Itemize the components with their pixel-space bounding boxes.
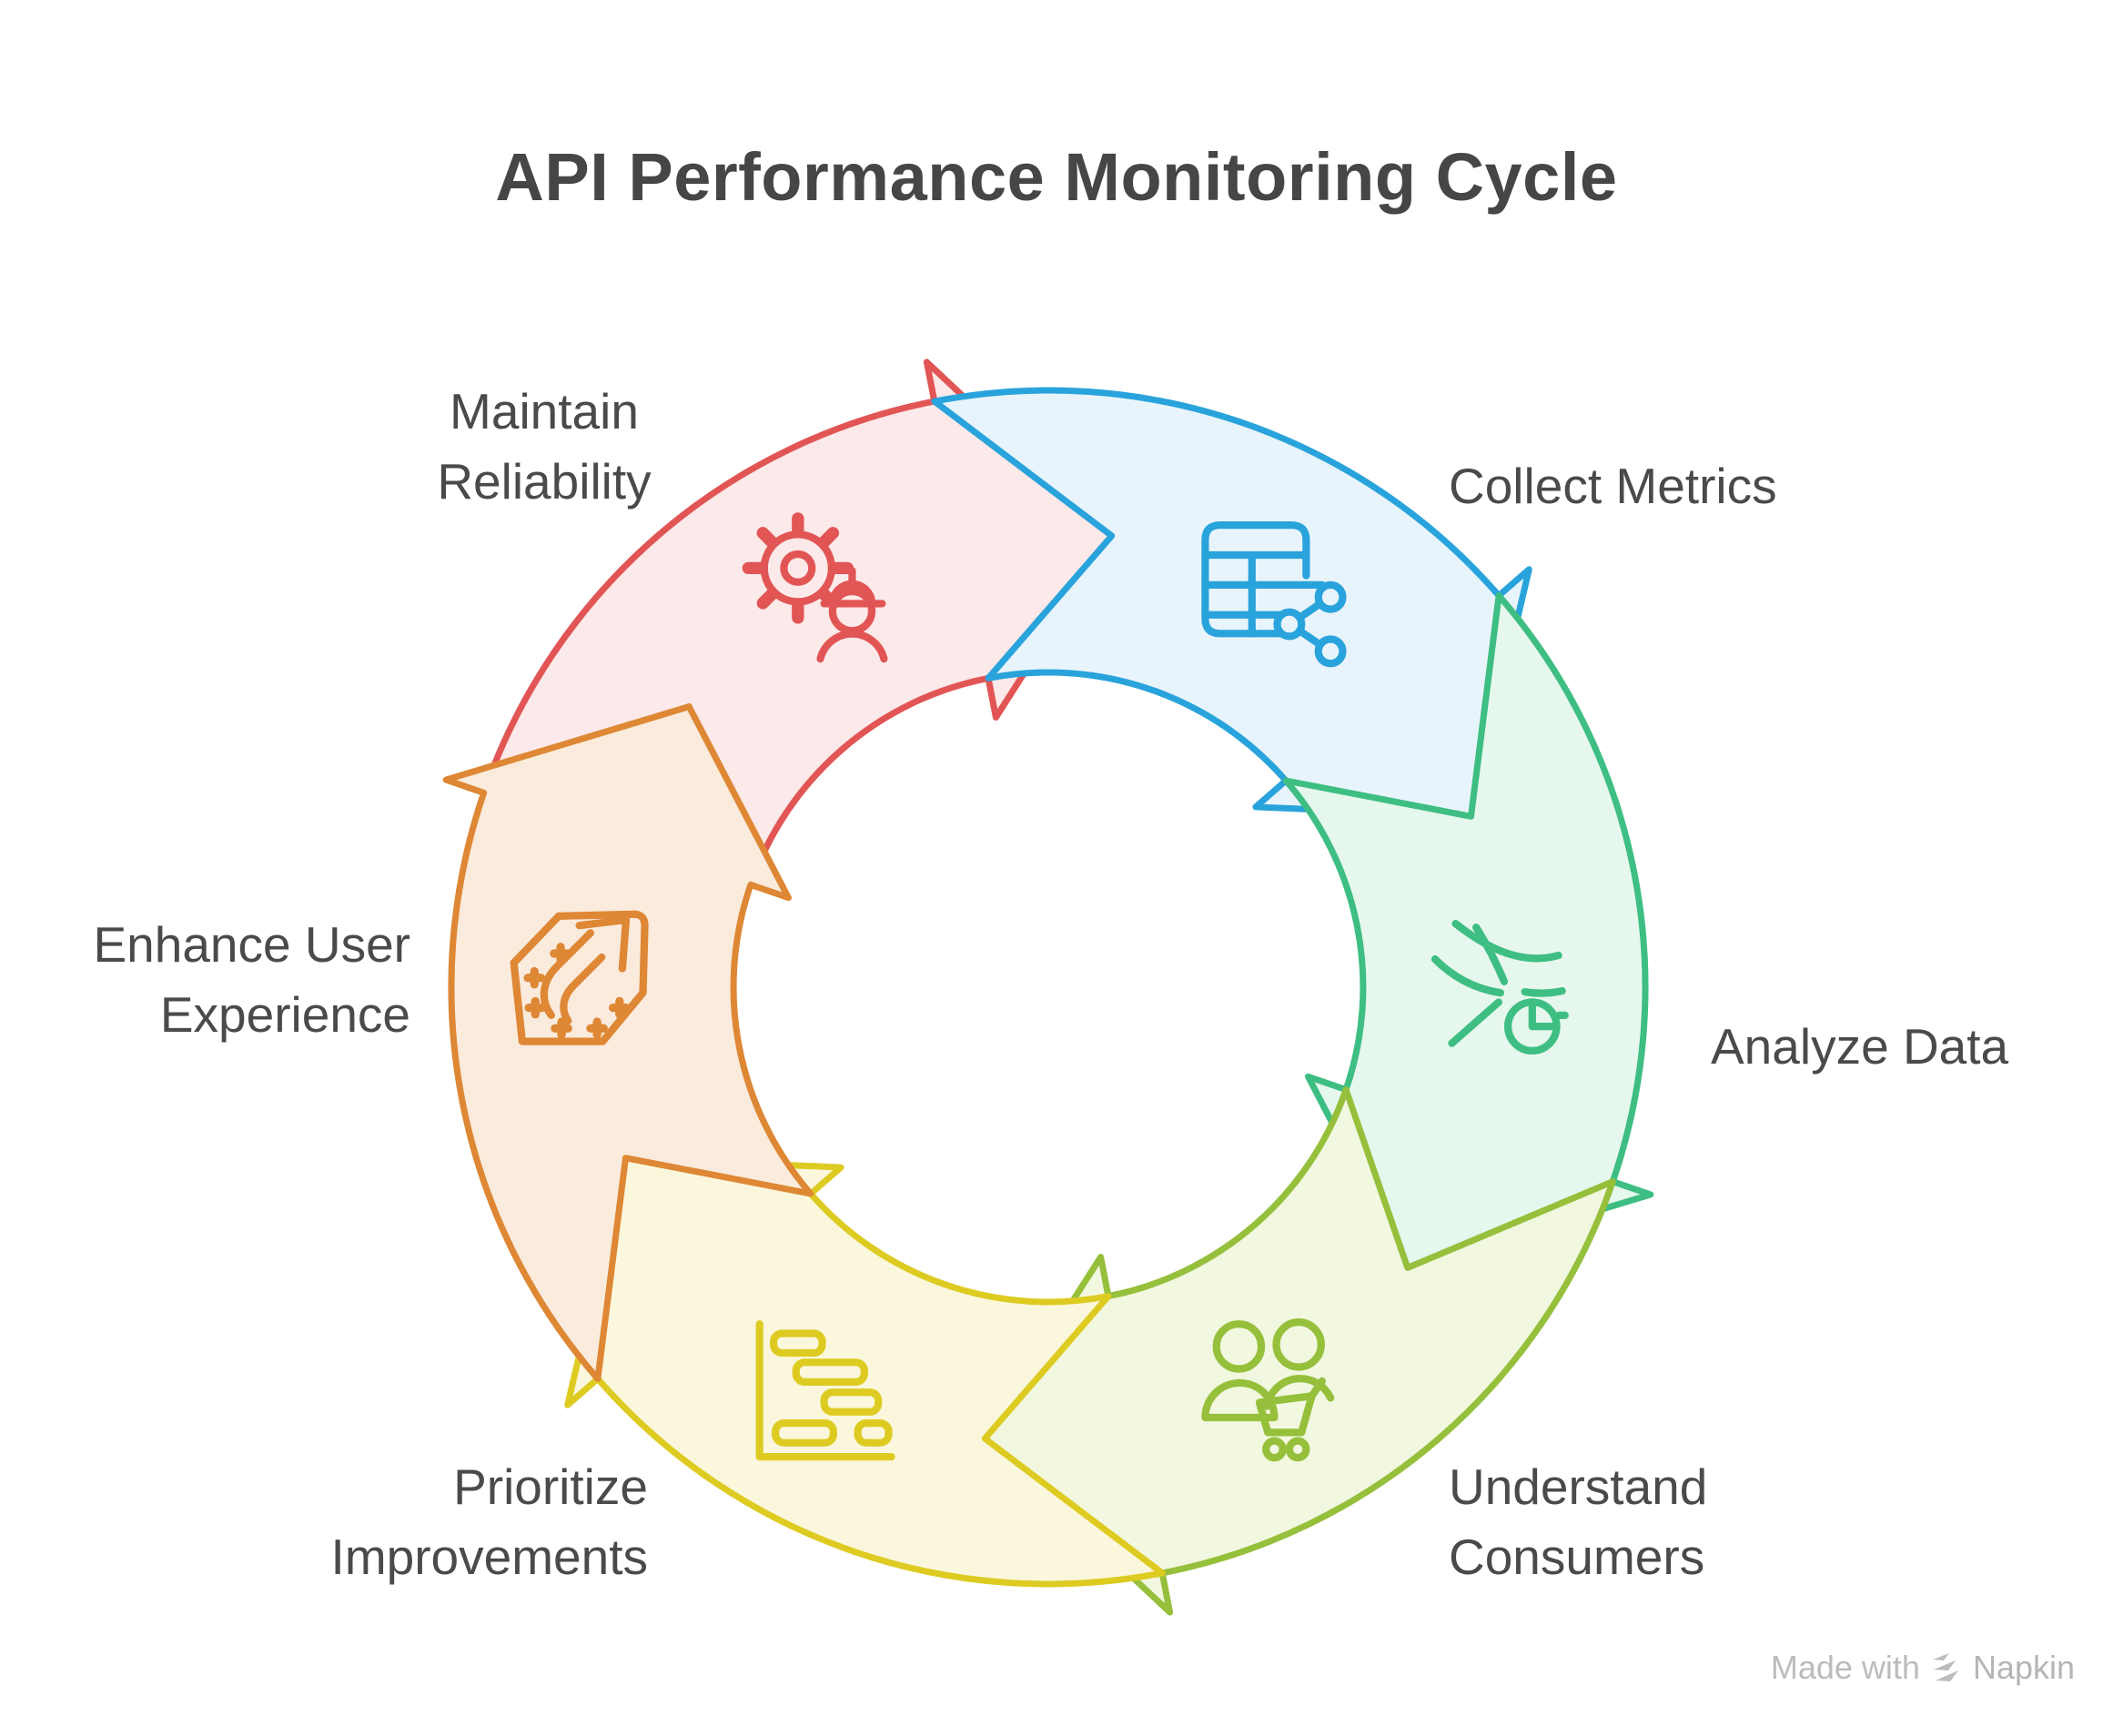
arrow-segment-enhance-user-experience xyxy=(442,703,814,1382)
arrow-segment-collect-metrics xyxy=(931,387,1532,820)
watermark: Made with Napkin xyxy=(1771,1649,2075,1687)
label-enhance-user-experience: Enhance User Experience xyxy=(93,916,410,1043)
watermark-made-with: Made with xyxy=(1770,1649,1920,1686)
label-collect-metrics: Collect Metrics xyxy=(1449,458,1777,514)
arrow-enhance-user-experience xyxy=(442,703,814,1382)
arrow-segment-understand-consumers xyxy=(981,1086,1616,1616)
page-title: API Performance Monitoring Cycle xyxy=(495,139,1618,215)
label-understand-consumers: Understand Consumers xyxy=(1449,1458,1708,1585)
arrow-segment-maintain-reliability xyxy=(480,358,1116,888)
arrow-collect-metrics xyxy=(931,387,1532,820)
napkin-logo-icon xyxy=(1932,1653,1958,1681)
arrow-segment-prioritize-improvements xyxy=(564,1155,1166,1588)
arrow-understand-consumers xyxy=(981,1086,1616,1616)
watermark-brand: Napkin xyxy=(1972,1649,2075,1686)
label-analyze-data: Analyze Data xyxy=(1711,1018,2009,1075)
label-prioritize-improvements: Prioritize Improvements xyxy=(330,1458,648,1585)
label-maintain-reliability: Maintain Reliability xyxy=(437,383,652,510)
arrow-segment-analyze-data xyxy=(1282,592,1654,1271)
